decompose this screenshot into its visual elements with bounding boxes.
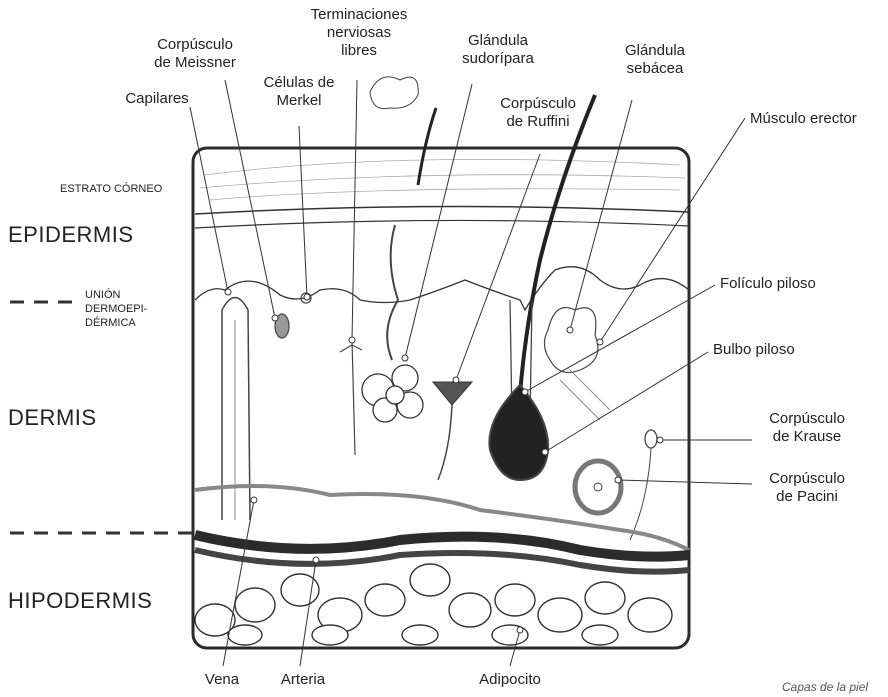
free-nerve-ending [340, 340, 362, 455]
layer-dermis: DERMIS [8, 405, 97, 431]
krause-corpuscle [645, 430, 657, 448]
layer-union-dermoepidermica: UNIÓN DERMOEPI- DÉRMICA [85, 288, 147, 330]
figure-caption: Capas de la piel [782, 680, 868, 694]
label-krause: Corpúsculo de Krause [752, 410, 862, 446]
label-arteria: Arteria [268, 671, 338, 689]
layer-hipodermis: HIPODERMIS [8, 588, 152, 614]
label-capilares: Capilares [112, 90, 202, 108]
label-pacini: Corpúsculo de Pacini [752, 470, 862, 506]
label-terminaciones: Terminaciones nerviosas libres [300, 6, 418, 60]
label-merkel: Células de Merkel [250, 74, 348, 110]
layer-epidermis: EPIDERMIS [8, 222, 134, 248]
label-sebacea: Glándula sebácea [615, 42, 695, 78]
label-ruffini: Corpúsculo de Ruffini [488, 95, 588, 131]
ruffini-corpuscle [433, 382, 472, 405]
pacini-corpuscle [575, 461, 621, 513]
erector-muscle [560, 370, 610, 420]
label-vena: Vena [192, 671, 252, 689]
label-sudoripara: Glándula sudorípara [448, 32, 548, 68]
label-adipocito: Adipocito [460, 671, 560, 689]
epidermis-second-line [195, 220, 689, 228]
label-erector: Músculo erector [750, 110, 857, 128]
label-meissner: Corpúsculo de Meissner [140, 36, 250, 72]
sweat-gland-coil [362, 365, 423, 422]
sweat-gland-duct [387, 225, 398, 360]
hair-bulb [489, 385, 548, 480]
adipocytes [195, 564, 672, 645]
nerve-ending-sketch [370, 77, 418, 109]
label-foliculo: Folículo piloso [720, 275, 816, 293]
layer-estrato-corneo: ESTRATO CÓRNEO [60, 182, 162, 196]
stratum-corneum-lines [200, 159, 685, 200]
label-bulbo: Bulbo piloso [713, 341, 795, 359]
sebaceous-gland [544, 308, 597, 373]
